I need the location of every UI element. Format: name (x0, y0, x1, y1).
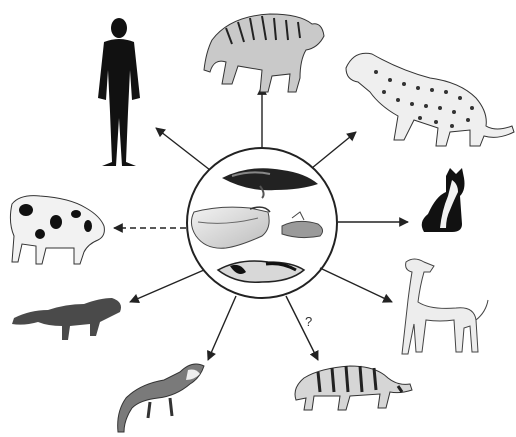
cat-image (422, 168, 465, 232)
pig-image (10, 196, 104, 264)
mink-image (12, 298, 121, 340)
center-circle (187, 148, 337, 298)
arrow-to-marten (208, 296, 236, 360)
arrow-to-mink (130, 270, 204, 302)
arrow-to-civet (286, 296, 318, 360)
leopard-image (346, 53, 514, 146)
arrow-to-human (156, 128, 210, 170)
tiger-image (204, 14, 324, 92)
civet-image (295, 366, 412, 410)
marten-image (118, 364, 204, 432)
dog-image (402, 259, 488, 354)
arrow-to-dog (320, 268, 392, 302)
human-silhouette (98, 18, 140, 166)
arrow-to-leopard (312, 132, 356, 168)
civet-uncertain-marker: ? (305, 314, 312, 329)
